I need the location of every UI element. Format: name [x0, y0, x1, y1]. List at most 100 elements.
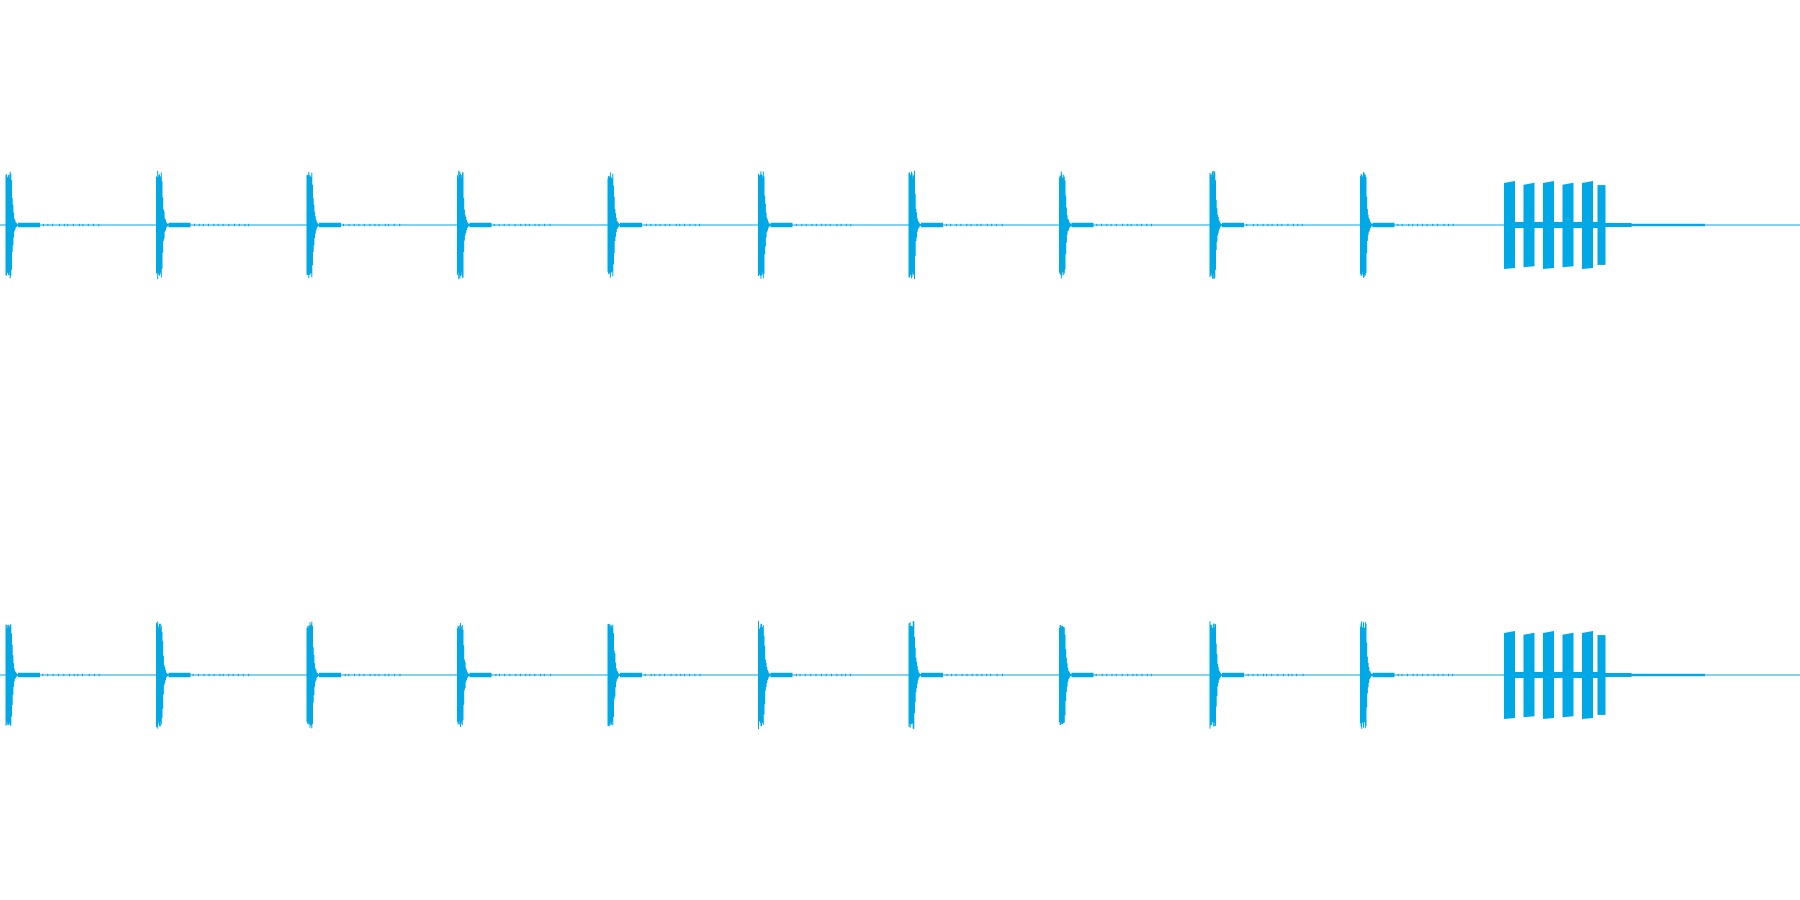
waveform-click-residue — [961, 673, 963, 677]
waveform-click-residue — [222, 673, 224, 677]
waveform-click-residue — [694, 673, 696, 677]
waveform-click-residue — [1271, 223, 1273, 227]
waveform-click-residue — [990, 673, 992, 677]
waveform-click — [607, 623, 701, 727]
waveform-click-residue — [1001, 223, 1003, 227]
waveform-click-residue — [669, 223, 671, 227]
waveform-click-residue — [1426, 223, 1428, 227]
waveform-click-tail — [921, 672, 943, 678]
waveform-click-residue — [664, 673, 665, 677]
waveform-click-residue — [57, 673, 59, 677]
waveform-click-residue — [966, 223, 968, 227]
waveform-click-attack — [156, 621, 169, 729]
waveform-click — [457, 622, 552, 728]
waveform-click-residue — [358, 673, 360, 677]
waveform-click-tail — [921, 222, 943, 228]
waveform-click-residue — [529, 673, 531, 677]
waveform-click-residue — [198, 673, 199, 677]
waveform-click-residue — [1422, 673, 1424, 677]
waveform-click-residue — [63, 223, 65, 227]
waveform-click-residue — [1283, 673, 1284, 677]
waveform-click-residue — [1252, 673, 1254, 677]
waveform-click-residue — [644, 673, 646, 677]
waveform-click-tail — [1372, 672, 1395, 678]
waveform-click-tail — [168, 222, 191, 228]
waveform-click-residue — [840, 223, 842, 227]
waveform-click-residue — [981, 673, 983, 677]
waveform-click-residue — [202, 223, 204, 227]
waveform-click-residue — [810, 673, 812, 677]
waveform-burst-tail — [1605, 673, 1632, 677]
waveform-click-residue — [841, 673, 843, 677]
waveform-click-residue — [73, 673, 75, 677]
waveform-click-residue — [1412, 673, 1414, 677]
waveform-click-residue — [1110, 223, 1112, 227]
waveform-click-residue — [659, 673, 661, 677]
waveform-click-residue — [815, 223, 817, 227]
waveform-burst-pulse — [1582, 631, 1593, 719]
waveform-click-residue — [1095, 673, 1097, 677]
waveform-burst-gap — [1515, 672, 1524, 678]
waveform-burst-gap — [1534, 222, 1543, 228]
waveform-click-residue — [1397, 223, 1399, 227]
waveform-click-tail — [1071, 222, 1094, 228]
waveform-click-residue — [1437, 223, 1439, 227]
waveform-click-tail — [469, 672, 492, 678]
waveform-click-residue — [550, 673, 552, 677]
waveform-burst-pulse — [1504, 181, 1515, 269]
waveform-click — [156, 621, 250, 729]
waveform-click-residue — [63, 673, 65, 677]
waveform-click-residue — [675, 673, 677, 677]
waveform-click-tail — [1071, 672, 1094, 678]
waveform-click-residue — [650, 673, 652, 677]
waveform-click-residue — [348, 673, 350, 677]
waveform-click-residue — [1296, 673, 1298, 677]
waveform-click-residue — [1401, 673, 1403, 677]
waveform-click-residue — [699, 223, 701, 227]
waveform-click — [5, 171, 100, 279]
waveform-click-residue — [1281, 223, 1283, 227]
waveform-click-residue — [77, 673, 79, 677]
waveform-click-residue — [811, 223, 813, 227]
waveform-click-residue — [1302, 673, 1304, 677]
waveform-click-residue — [94, 673, 95, 677]
waveform-click-residue — [498, 223, 500, 227]
waveform-click-residue — [825, 673, 827, 677]
waveform-click-residue — [208, 673, 210, 677]
waveform-click-residue — [664, 223, 666, 227]
waveform-click-residue — [540, 673, 542, 677]
waveform-click-residue — [1416, 673, 1418, 677]
waveform-click-residue — [228, 223, 230, 227]
waveform-channel-left[interactable] — [0, 170, 1800, 280]
waveform-click-residue — [946, 673, 948, 677]
waveform-click-residue — [955, 673, 957, 677]
waveform-click — [1209, 621, 1304, 729]
waveform-click-residue — [344, 673, 346, 677]
waveform-burst — [1504, 181, 1705, 269]
waveform-burst-pulse — [1543, 181, 1554, 269]
waveform-click-residue — [815, 673, 817, 677]
waveform-click-residue — [960, 223, 962, 227]
waveform-click-residue — [519, 673, 521, 677]
waveform-click-residue — [976, 673, 978, 677]
waveform-click-residue — [1096, 223, 1098, 227]
waveform-click-residue — [1433, 673, 1435, 677]
waveform-click-residue — [47, 223, 49, 227]
waveform-click-attack — [5, 171, 19, 279]
waveform-click-residue — [845, 223, 847, 227]
waveform-click-tail — [319, 672, 341, 678]
waveform-click-residue — [52, 223, 54, 227]
waveform-click-residue — [192, 673, 194, 677]
waveform-click-residue — [654, 673, 656, 677]
waveform-channel-right[interactable] — [0, 620, 1800, 730]
waveform-click-residue — [1130, 223, 1132, 227]
waveform-click-residue — [544, 223, 546, 227]
waveform-click-residue — [655, 223, 657, 227]
waveform-click-residue — [222, 223, 224, 227]
waveform-click-tail — [18, 672, 40, 678]
waveform-click-residue — [1412, 223, 1414, 227]
waveform-click-residue — [232, 673, 234, 677]
waveform-click-residue — [684, 223, 686, 227]
